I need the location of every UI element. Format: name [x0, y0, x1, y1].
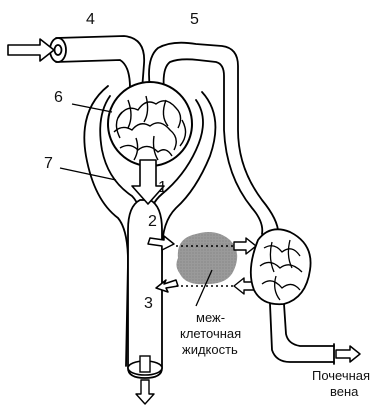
label-4: 4 — [86, 11, 95, 28]
label-5: 5 — [190, 11, 199, 28]
label-7: 7 — [44, 155, 53, 172]
vein-outflow-arrow-icon — [336, 346, 360, 362]
renal-vein — [270, 304, 334, 364]
label-3: 3 — [144, 295, 153, 312]
peritubular-capillaries — [251, 229, 311, 304]
afferent-arteriole — [50, 36, 144, 90]
label-2: 2 — [148, 213, 157, 230]
interstitial-fluid — [176, 232, 237, 284]
interstitial-label-line1: меж- — [196, 310, 225, 325]
vein-label-line1: Почечная — [312, 368, 370, 383]
urine-outflow-arrow-icon — [136, 380, 154, 404]
tubule-outlet — [128, 356, 162, 404]
label-6: 6 — [54, 89, 63, 106]
interstitial-label-line2: клеточная — [180, 326, 241, 341]
to-capillary-arrow-icon — [234, 238, 256, 254]
label-1: 1 — [158, 179, 167, 196]
glomerulus — [108, 82, 192, 166]
blood-inflow-arrow-icon — [8, 39, 54, 61]
vein-label-line2: вена — [330, 384, 359, 399]
interstitial-label-line3: жидкость — [182, 342, 238, 357]
